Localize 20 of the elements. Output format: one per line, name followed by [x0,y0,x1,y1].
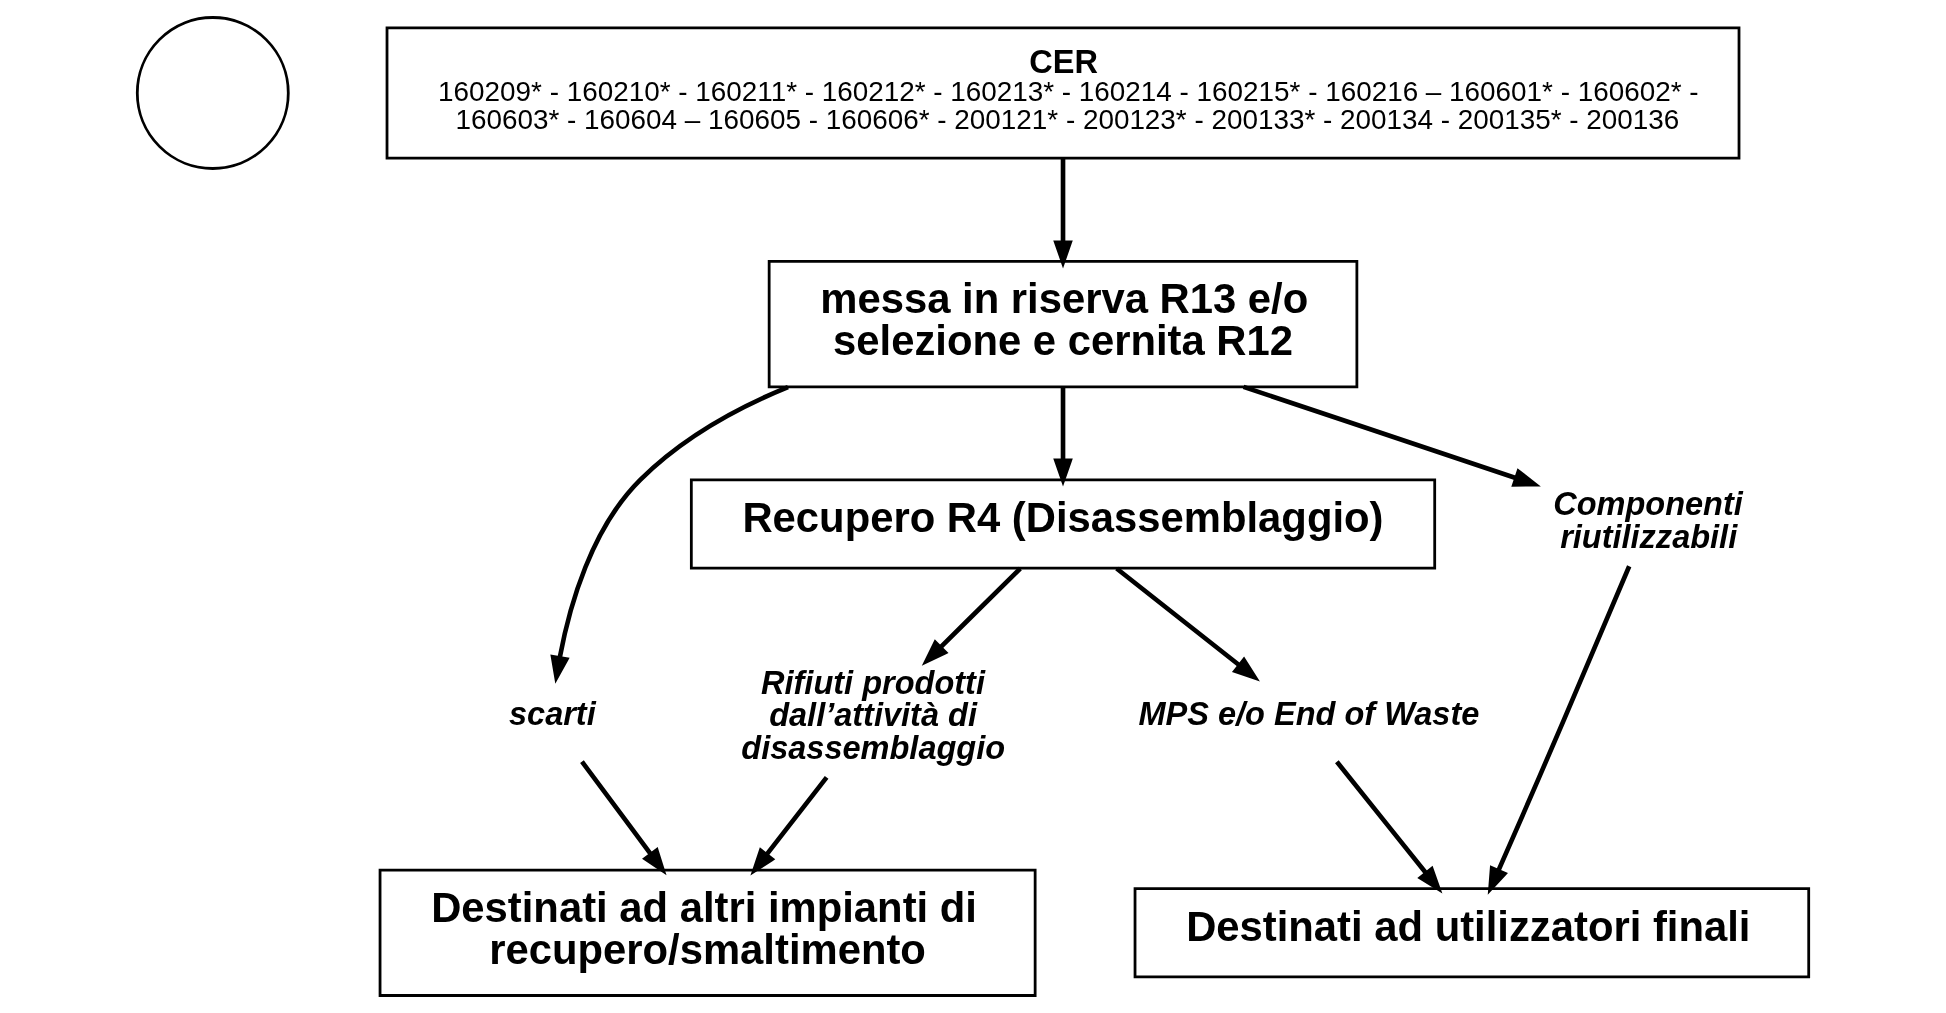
node-text: Componenti riutilizzabili [1553,486,1743,555]
node-box: Destinati ad altri impianti di recupero/smaltimento [378,868,1037,997]
arrow [1335,760,1443,894]
arrow [1053,387,1073,487]
arrow [1487,565,1632,895]
node-box: messa in riserva R13 e/o selezione e cernita R12 [767,260,1359,389]
arrow [921,566,1022,666]
node-text: Rifiuti prodotti dall’attività di disassemblaggio [741,664,1006,767]
node-box: Destinati ad utilizzatori finali [1133,887,1811,979]
node-circle [135,16,290,170]
node-text: MPS e/o End of Waste [1138,696,1480,733]
arrow [1115,566,1260,682]
arrow [1242,384,1541,487]
node-box: CER 160209* - 160210* - 160211* - 160212* - 160213* - 160214 - 160215* - 160216 – 160601* - 160602* - 160603* - 160604 – 160605 - 160606* - 200121* - 200123* - 200133* - 200134 - 200135* - 200136 [385,26,1741,160]
arrow [1053,158,1073,269]
node-text: scarti [508,696,596,733]
node-box: Recupero R4 (Disassemblaggio) [689,478,1437,570]
arrow [550,384,789,684]
arrow [750,776,829,876]
arrow [580,760,667,876]
